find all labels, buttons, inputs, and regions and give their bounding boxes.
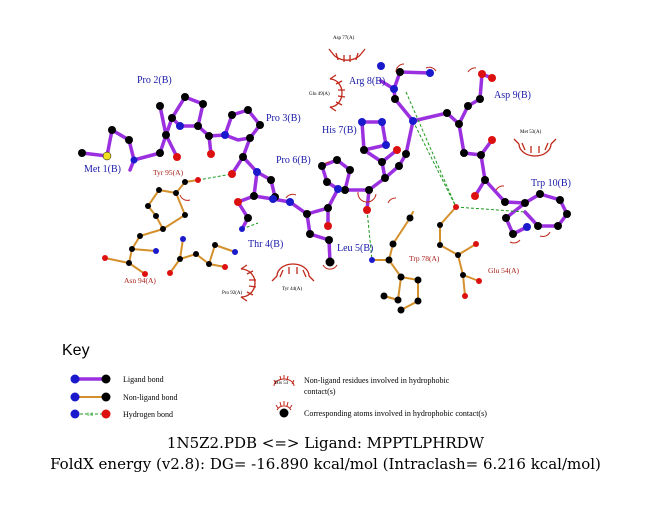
caption-foldx-energy: FoldX energy (v2.8): DG= -16.890 kcal/mo… — [50, 455, 601, 473]
glu49-arc — [329, 74, 346, 112]
label-met53: Met 53(A) — [520, 130, 542, 135]
caption-pdb-ligand: 1N5Z2.PDB <=> Ligand: MPPTLPHRDW — [166, 434, 485, 452]
label-pro6: Pro 6(B) — [276, 155, 311, 166]
key-atoms-desc: Corresponding atoms involved in hydropho… — [304, 409, 487, 418]
label-leu5: Leu 5(B) — [337, 243, 373, 254]
key-hbond-length: 3.0 — [87, 413, 94, 418]
key-title: Key — [62, 342, 90, 359]
label-glu54: Glu 54(A) — [488, 266, 520, 275]
label-met1: Met 1(B) — [84, 164, 121, 175]
label-asp77: Asp 77(A) — [333, 36, 355, 41]
label-asn94: Asn 94(A) — [124, 276, 156, 285]
atoms — [78, 62, 571, 314]
label-tyr44: Tyr 44(A) — [282, 287, 302, 292]
key-hydrophobic-desc-1: Non-ligand residues involved in hydropho… — [304, 376, 450, 385]
asp77-arc — [328, 48, 366, 62]
met53-arc — [513, 138, 557, 157]
label-glu49: Glu 49(A) — [309, 92, 330, 97]
label-pro3: Pro 3(B) — [266, 113, 301, 124]
label-trp10: Trp 10(B) — [531, 178, 571, 189]
hydrogen-bonds — [197, 91, 526, 261]
key-hydrophobic-example: His 53 — [275, 381, 289, 386]
key-nonligand-bond-label: Non-ligand bond — [123, 393, 177, 402]
label-trp78: Trp 78(A) — [409, 254, 440, 263]
key-hydrogen-bond-label: Hydrogen bond — [123, 410, 173, 419]
key-ligand-bond-label: Ligand bond — [123, 375, 164, 384]
label-asp9: Asp 9(B) — [494, 90, 531, 101]
key-hydrophobic-desc-2: contact(s) — [304, 387, 336, 396]
label-pro2: Pro 2(B) — [137, 75, 172, 86]
label-his7: His 7(B) — [322, 125, 357, 136]
label-pro92: Pro 92(A) — [222, 291, 242, 296]
label-arg8: Arg 8(B) — [349, 76, 385, 87]
residue-labels: Met 1(B) Pro 2(B) Pro 3(B) Thr 4(B) Leu … — [84, 36, 571, 296]
label-tyr95: Tyr 95(A) — [153, 168, 184, 177]
label-thr4: Thr 4(B) — [248, 239, 283, 250]
tyr44-arc — [271, 263, 315, 282]
hydrophobic-arcs — [240, 48, 557, 302]
atom-contact-ticks — [179, 63, 551, 270]
pro92-arc — [240, 264, 257, 302]
key-legend: Ligand bond Non-ligand bond 3.0 Hydrogen… — [70, 374, 487, 419]
